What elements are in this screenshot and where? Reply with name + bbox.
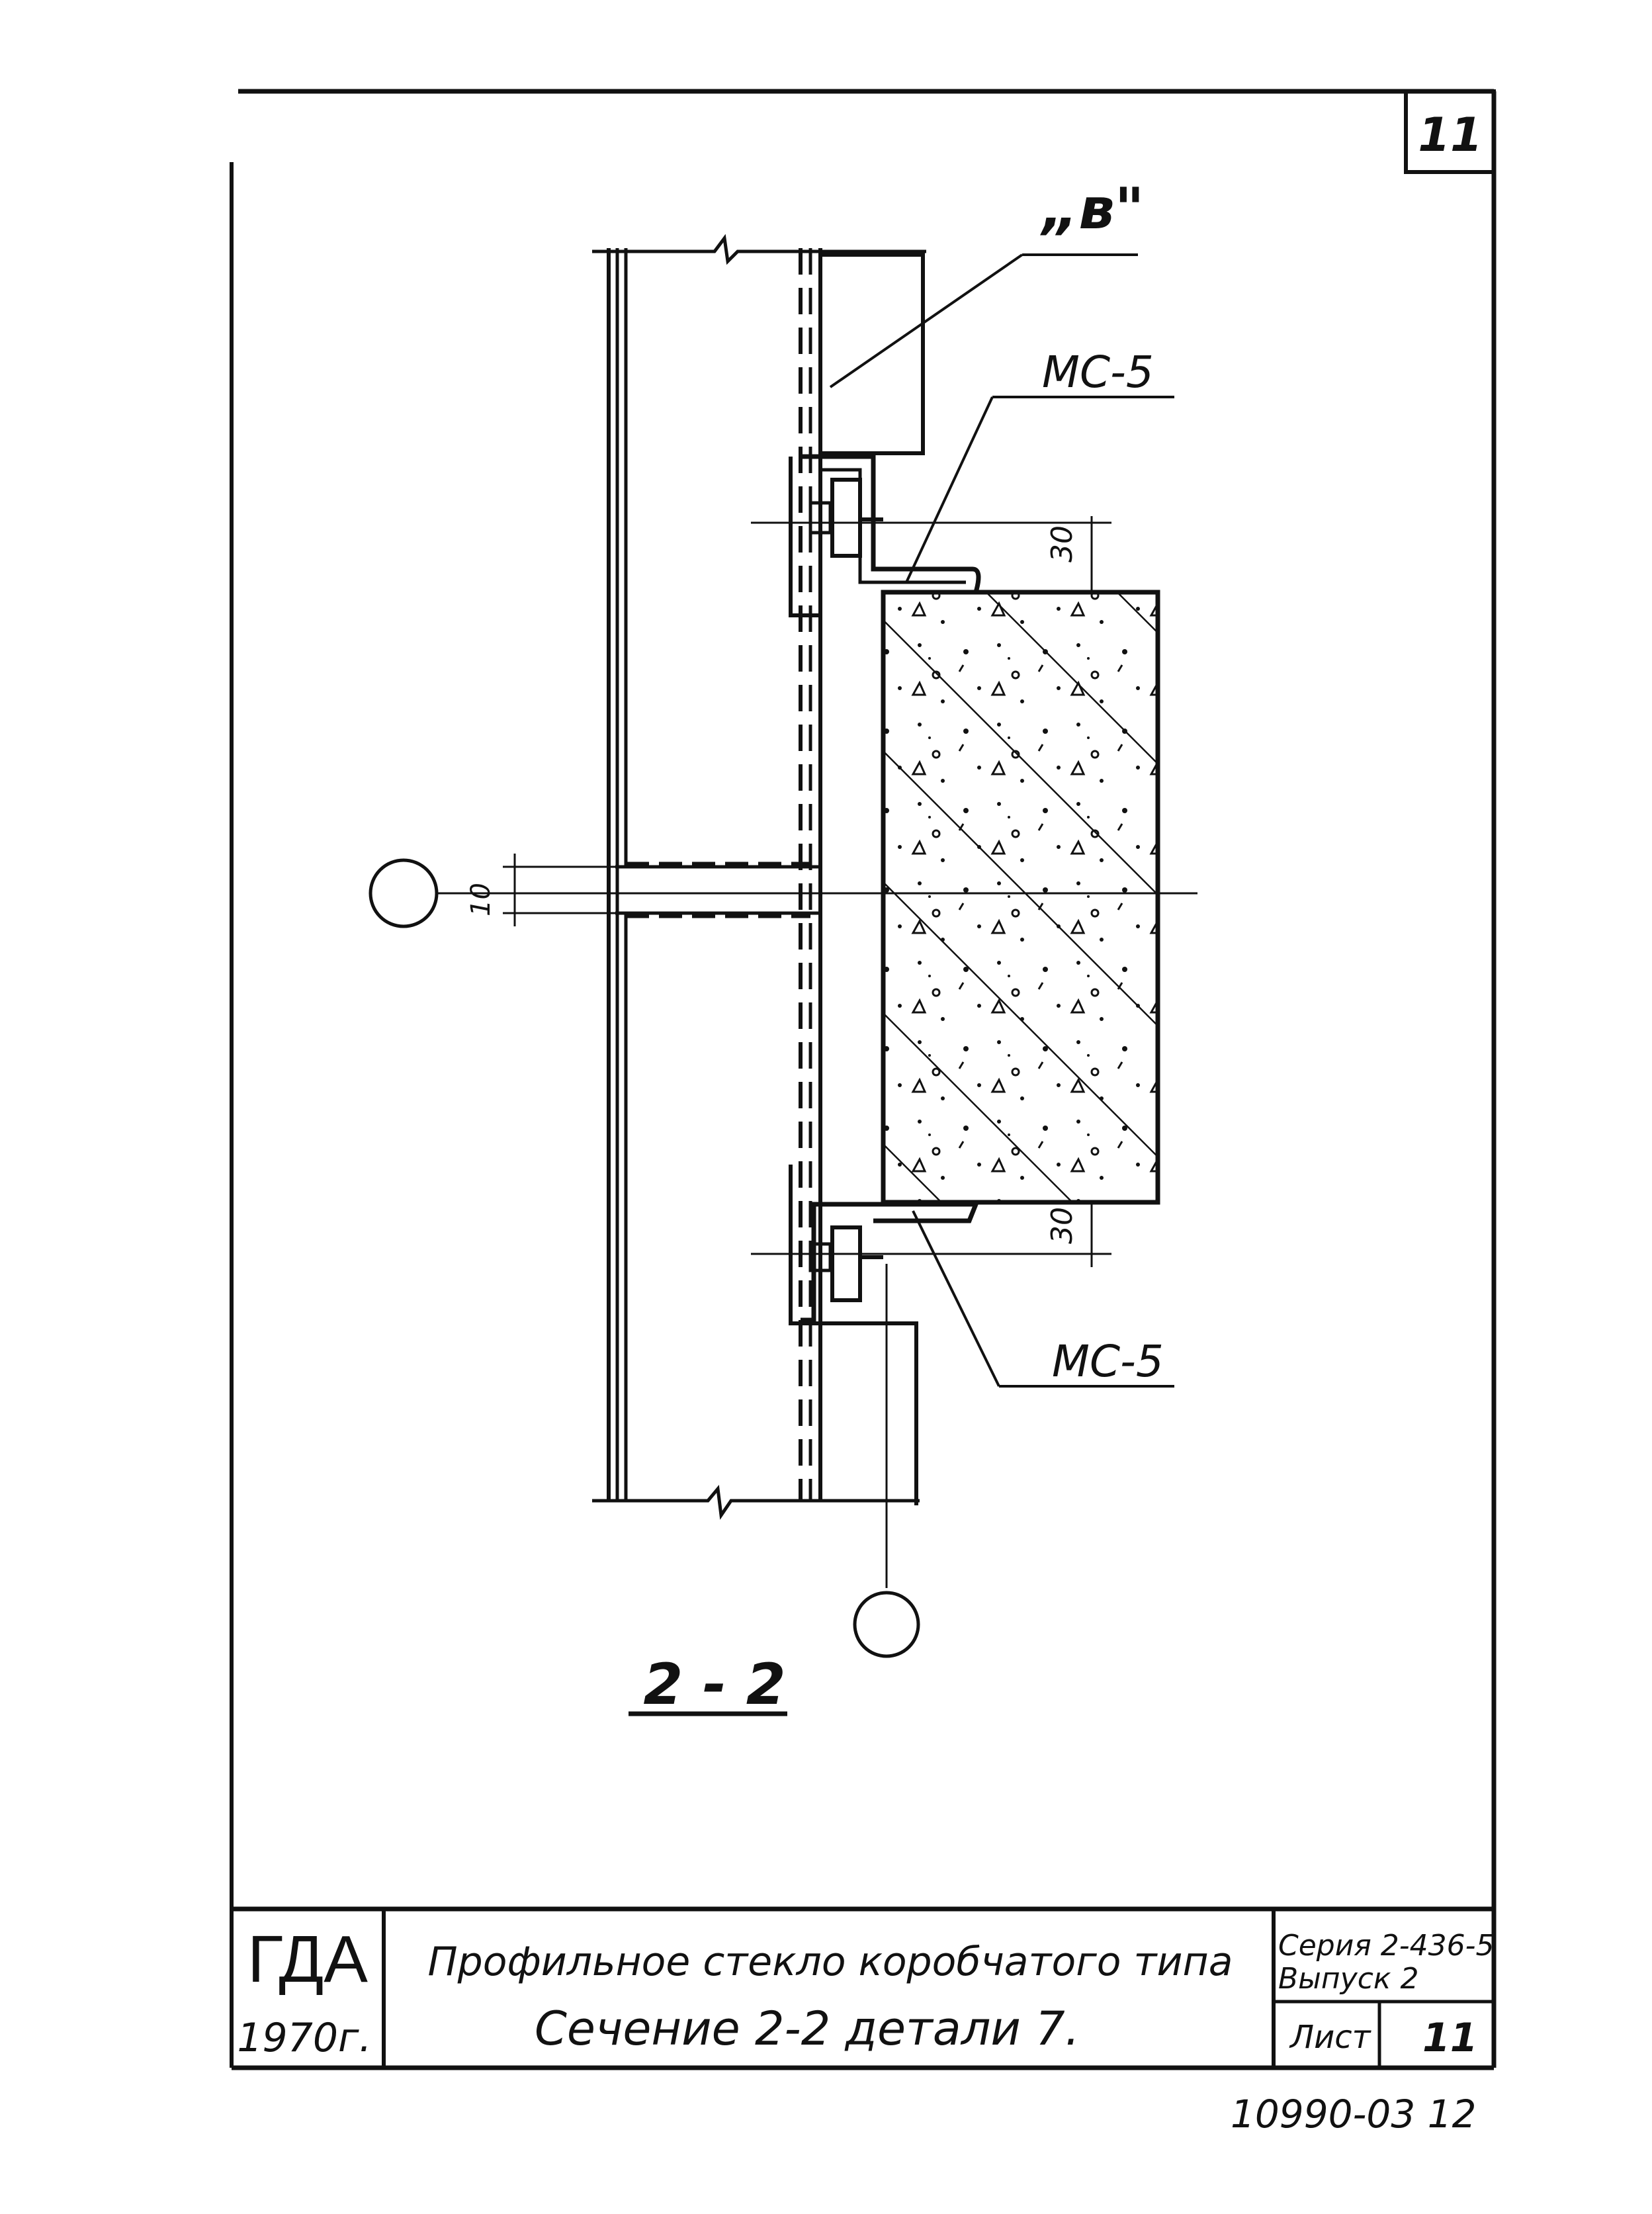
callout-b-label: „в" bbox=[1040, 176, 1145, 242]
mc5-bottom-label: МС-5 bbox=[1052, 1336, 1164, 1387]
issue: Выпуск 2 bbox=[1278, 1962, 1418, 1996]
concrete-beam bbox=[881, 590, 1160, 1205]
dimension-gap-label: 10 bbox=[466, 883, 496, 916]
leader-callout-b: „в" bbox=[829, 176, 1145, 388]
axis-marker-bottom bbox=[853, 1591, 920, 1658]
title-line-2: Сечение 2-2 детали 7. bbox=[535, 2002, 1080, 2056]
mc5-top-label: МС-5 bbox=[1042, 347, 1154, 398]
upper-bracket-mc5 bbox=[789, 454, 981, 617]
dimension-top: 30 bbox=[1045, 516, 1105, 592]
dimension-gap: 10 bbox=[466, 854, 619, 926]
lower-bracket-mc5 bbox=[789, 1165, 980, 1325]
section-label: 2 - 2 bbox=[629, 1652, 787, 1718]
lower-profile-box bbox=[820, 1321, 918, 1505]
dimension-top-label: 30 bbox=[1045, 525, 1079, 562]
sheet-frame bbox=[230, 89, 1497, 2070]
dimension-bottom: 30 bbox=[1045, 1202, 1105, 1267]
axis-lines bbox=[437, 521, 1197, 1588]
bottom-code: 10990-03 12 bbox=[1231, 2092, 1476, 2137]
title-line-1: Профильное стекло коробчатого типа bbox=[428, 1939, 1233, 1985]
dimension-bottom-label: 30 bbox=[1045, 1207, 1079, 1244]
leader-mc5-top: МС-5 bbox=[905, 347, 1174, 583]
org-code: ГДА bbox=[247, 1922, 368, 1996]
sheet-number: 11 bbox=[1422, 2015, 1478, 2061]
sheet-label: Лист bbox=[1289, 2019, 1372, 2056]
axis-marker-left bbox=[369, 858, 439, 928]
corner-sheet-number: 11 bbox=[1418, 108, 1482, 162]
series: Серия 2-436-5 bbox=[1278, 1929, 1495, 1963]
title-block: ГДА 1970г. Профильное стекло коробчатого… bbox=[232, 1906, 1495, 2068]
section-label-text: 2 - 2 bbox=[643, 1652, 785, 1718]
leader-mc5-bottom: МС-5 bbox=[912, 1210, 1174, 1388]
corner-sheet-number-box: 11 bbox=[1404, 89, 1496, 174]
year: 1970г. bbox=[237, 2015, 371, 2061]
upper-profile-box bbox=[820, 253, 925, 455]
